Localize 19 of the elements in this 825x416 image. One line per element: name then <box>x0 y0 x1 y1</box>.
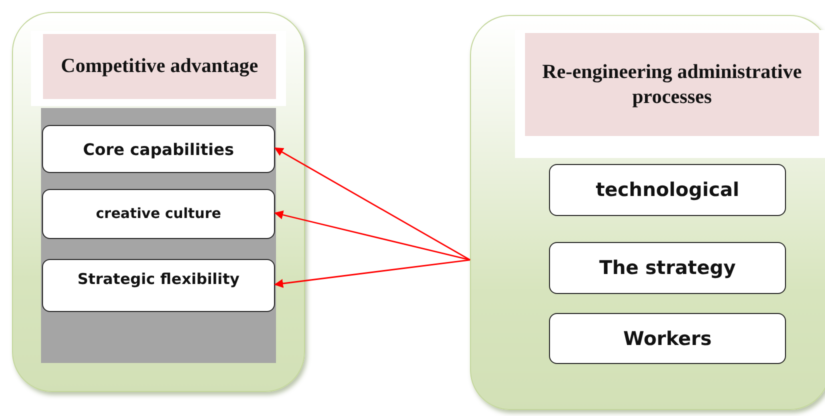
item-label: The strategy <box>599 257 736 279</box>
section-heading: Re-engineering administrative processes <box>525 33 819 136</box>
item-label: creative culture <box>96 206 222 222</box>
item-box <box>549 242 786 294</box>
item-box <box>42 259 275 312</box>
section-heading: Competitive advantage <box>43 34 276 99</box>
item-box <box>42 125 275 173</box>
item-box <box>42 189 275 239</box>
item-label: Core capabilities <box>83 140 234 158</box>
arrow <box>274 210 470 261</box>
arrow <box>274 147 470 260</box>
group-panel <box>470 15 825 410</box>
arrow <box>274 259 470 288</box>
item-box <box>549 164 786 216</box>
item-label: Strategic flexibility <box>77 270 240 288</box>
item-box <box>549 313 786 364</box>
item-label: Workers <box>623 328 712 350</box>
item-label: technological <box>596 179 740 201</box>
group-panel <box>12 12 305 392</box>
